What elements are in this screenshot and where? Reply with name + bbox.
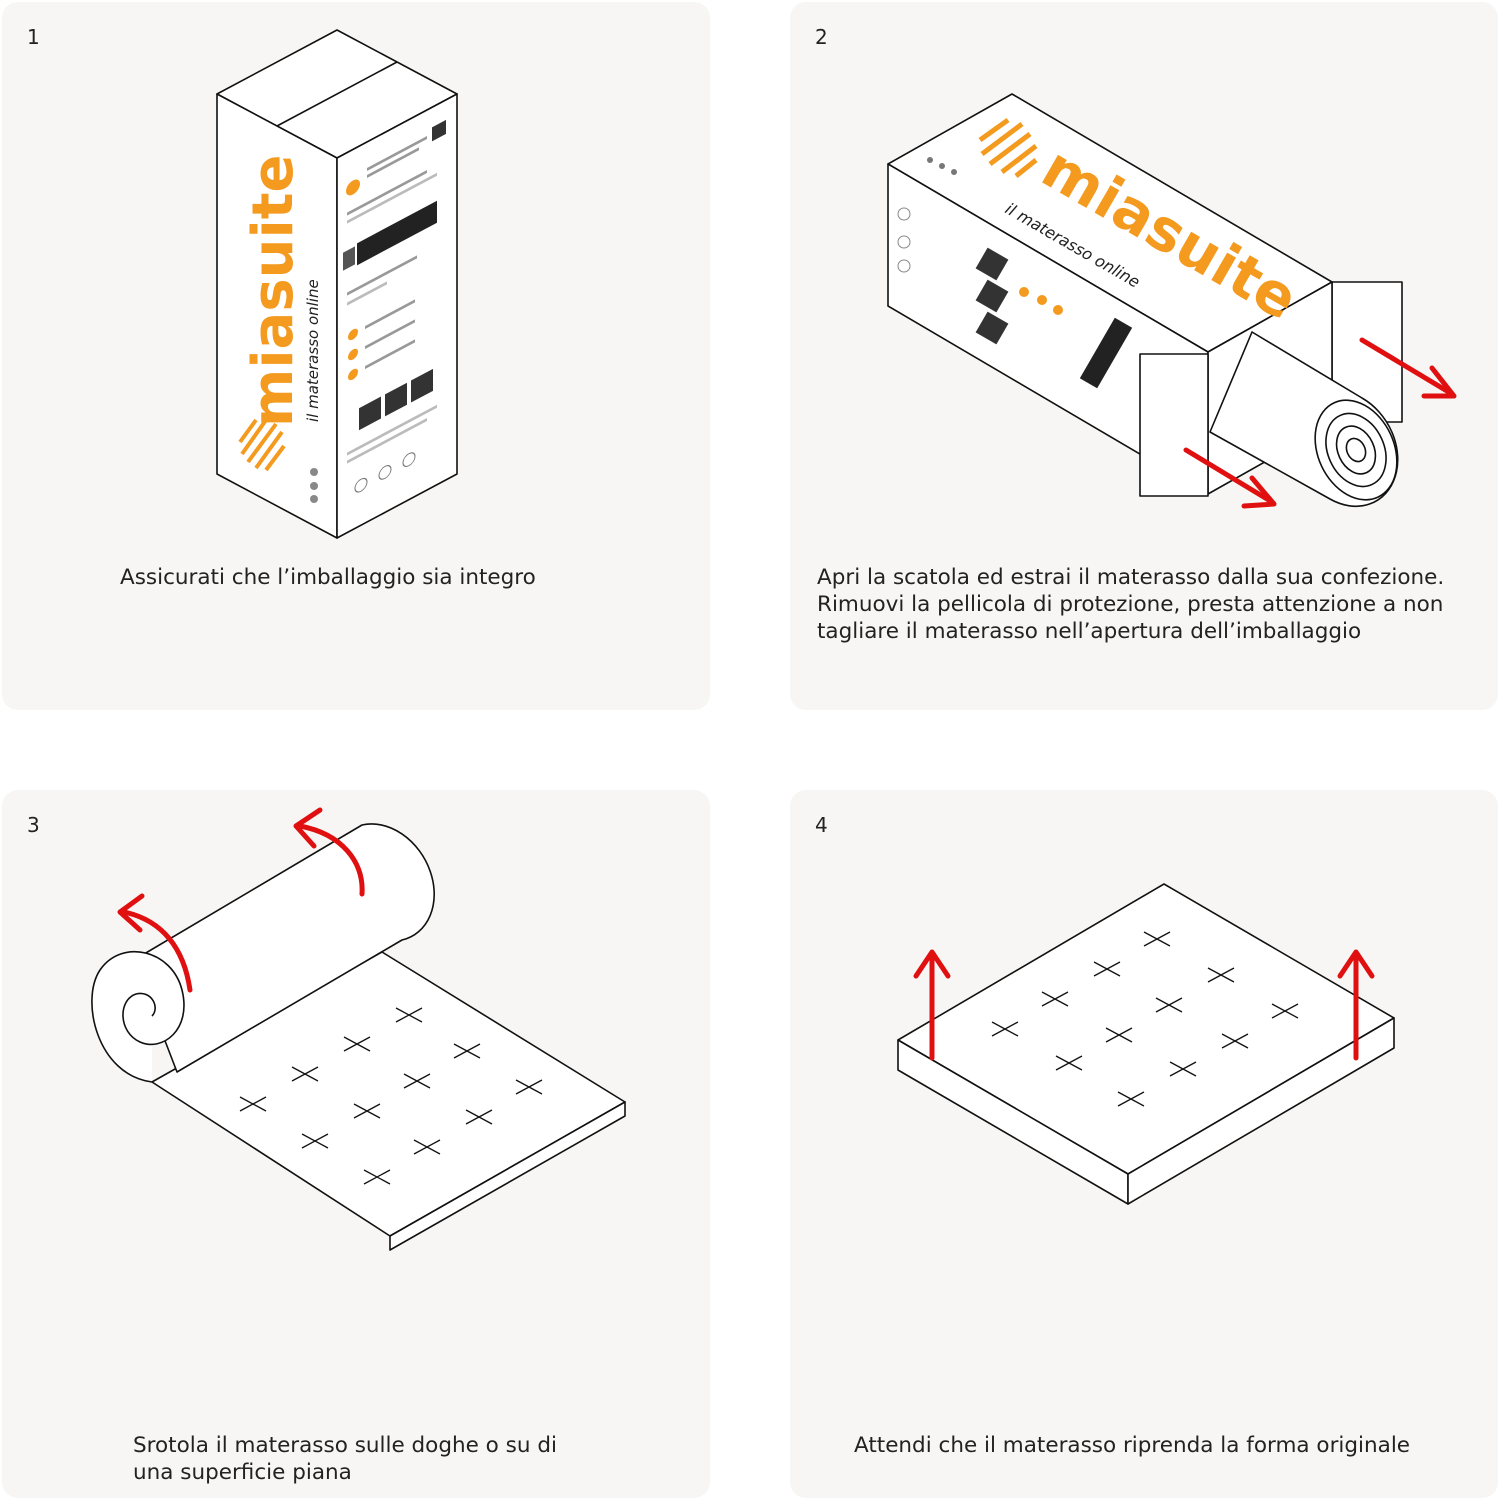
box-flap-front	[1139, 353, 1209, 497]
pull-arrows	[1183, 337, 1457, 509]
step-4-panel: 4 Attendi che il materas	[790, 790, 1498, 1498]
opening-box-illustration: miasuite il materasso online	[887, 93, 1457, 509]
packaged-box-illustration: miasuite il materasso online	[216, 29, 458, 539]
rise-arrows	[913, 949, 1375, 1061]
expanding-mattress-illustration	[897, 883, 1395, 1205]
step-3-panel: 3	[2, 790, 710, 1498]
arrow-right-icon	[1359, 337, 1455, 397]
tufting-marks	[239, 1007, 543, 1185]
step-1-panel: 1 miasuite il materasso online	[2, 2, 710, 710]
arrow-right-icon	[1183, 447, 1275, 505]
step-caption: Apri la scatola ed estrai il materasso d…	[817, 565, 1445, 644]
step-2-panel: 2 miasuite il materasso online	[790, 2, 1498, 710]
step-number: 2	[815, 25, 828, 49]
step-caption: Assicurati che l’imballaggio sia integro	[120, 565, 536, 590]
unrolling-mattress-illustration	[91, 807, 626, 1251]
step-number: 3	[27, 813, 40, 837]
box-front-print	[897, 157, 1133, 389]
step-number: 4	[815, 813, 828, 837]
mattress-roll	[133, 823, 435, 1073]
step-caption: Srotola il materasso sulle doghe o su di…	[133, 1433, 557, 1485]
arrow-curve-icon	[121, 909, 193, 993]
tufting-marks	[991, 931, 1299, 1107]
brand-tagline: il materasso online	[304, 279, 322, 422]
box-side-print	[343, 119, 446, 493]
step-caption: Attendi che il materasso riprenda la for…	[854, 1433, 1411, 1458]
mattress-top-face	[897, 883, 1395, 1175]
step-number: 1	[27, 25, 40, 49]
mattress-side-face	[1127, 1017, 1395, 1205]
brand-logo: miasuite	[241, 155, 306, 427]
unroll-arrows	[117, 807, 365, 993]
arrow-curve-icon	[297, 823, 365, 897]
